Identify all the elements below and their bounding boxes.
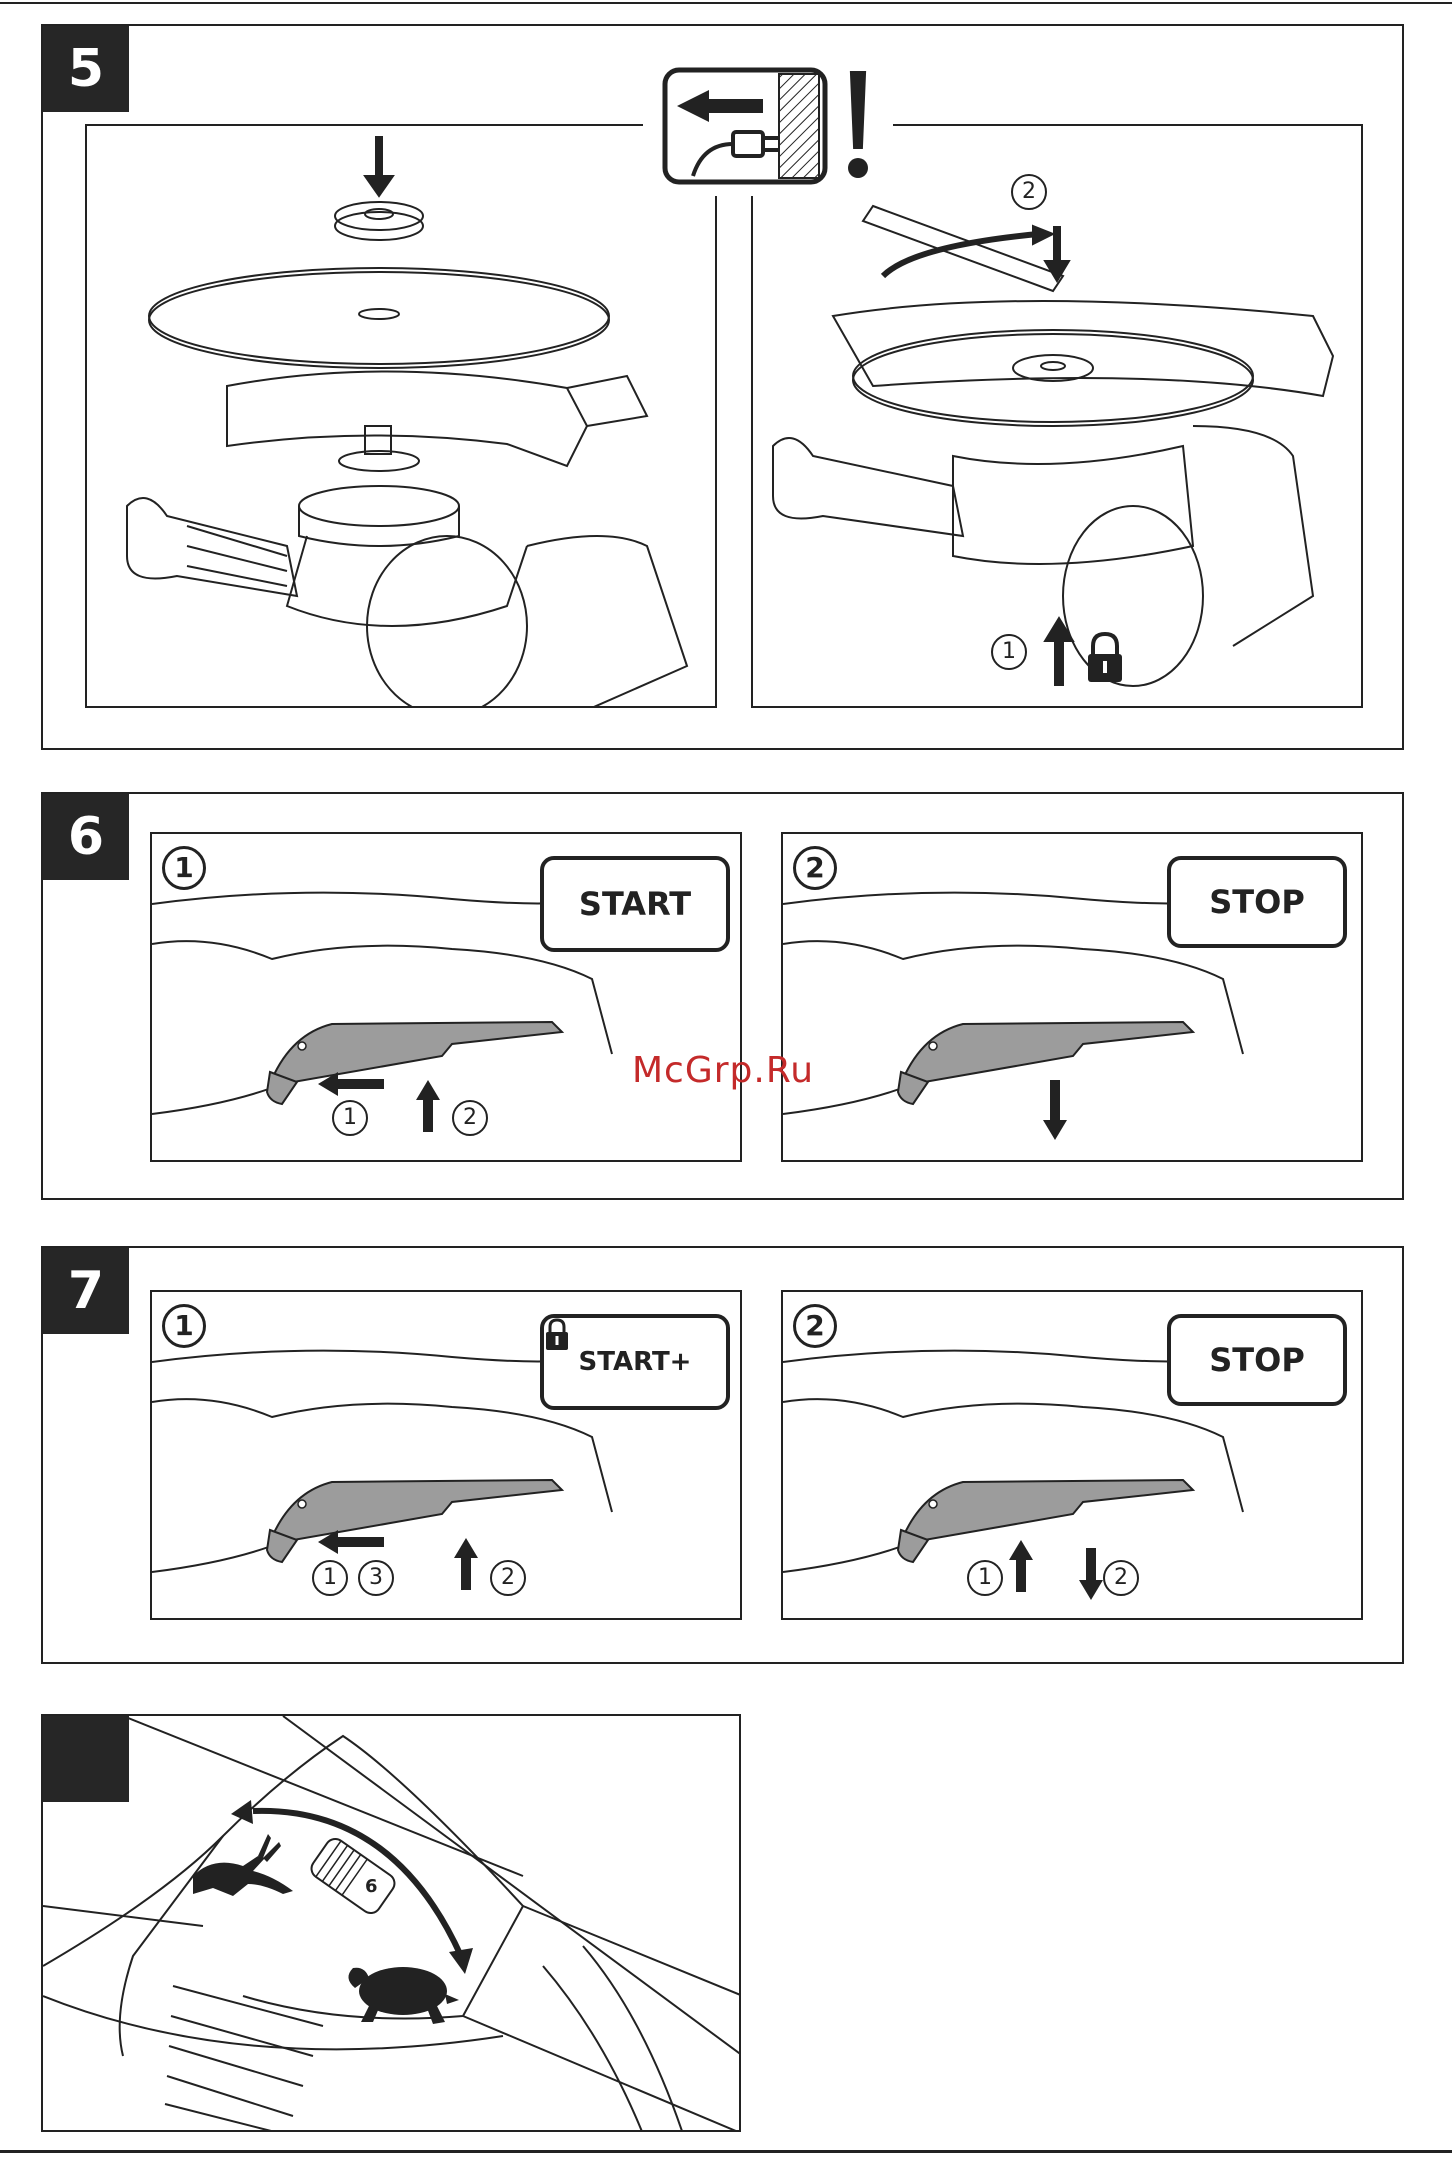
figure-number: 6 bbox=[43, 794, 129, 880]
step-number: 1 bbox=[162, 846, 206, 890]
callout-number: 3 bbox=[358, 1560, 394, 1596]
panel-flange-tightening: 2 1 bbox=[751, 124, 1363, 708]
start-lock-text: START+ bbox=[579, 1347, 692, 1377]
callout-number: 2 bbox=[452, 1100, 488, 1136]
padlock-icon bbox=[544, 1318, 570, 1352]
tortoise-icon bbox=[348, 1967, 459, 2024]
speed-dial[interactable] bbox=[308, 1835, 399, 1917]
bottom-rule bbox=[0, 2150, 1452, 2153]
speed-dial-illustration: 6 bbox=[43, 1716, 741, 2132]
panel-switch-stop: 2 STOP bbox=[781, 832, 1363, 1162]
panel-switch-start: 1 START 1 2 bbox=[150, 832, 742, 1162]
stop-label: STOP bbox=[1167, 856, 1347, 948]
figure-number bbox=[43, 1716, 129, 1802]
callout-number: 2 bbox=[1103, 1560, 1139, 1596]
step-number: 2 bbox=[793, 846, 837, 890]
stop-label: STOP bbox=[1167, 1314, 1347, 1406]
step-number: 2 bbox=[793, 1304, 837, 1348]
dial-value: 6 bbox=[365, 1876, 378, 1897]
figure-number: 5 bbox=[43, 26, 129, 112]
callout-number: 2 bbox=[1011, 174, 1047, 210]
panel-disc-mounting bbox=[85, 124, 717, 708]
step-number: 1 bbox=[162, 1304, 206, 1348]
callout-number: 1 bbox=[312, 1560, 348, 1596]
figure-7: 7 1 START+ 1 3 2 bbox=[41, 1246, 1404, 1664]
figure-number: 7 bbox=[43, 1248, 129, 1334]
figure-8: 6 bbox=[41, 1714, 741, 2132]
callout-number: 1 bbox=[332, 1100, 368, 1136]
callout-number: 1 bbox=[991, 634, 1027, 670]
padlock-icon bbox=[1088, 634, 1122, 682]
panel-switch-start-lock: 1 START+ 1 3 2 bbox=[150, 1290, 742, 1620]
top-rule bbox=[0, 2, 1452, 4]
start-lock-label: START+ bbox=[540, 1314, 730, 1410]
flange-tightening-illustration bbox=[753, 126, 1363, 708]
unplug-warning-icon bbox=[643, 66, 893, 196]
callout-number: 1 bbox=[967, 1560, 1003, 1596]
callout-number: 2 bbox=[490, 1560, 526, 1596]
start-label: START bbox=[540, 856, 730, 952]
figure-6: 6 1 START 1 2 bbox=[41, 792, 1404, 1200]
watermark: McGrp.Ru bbox=[632, 1050, 814, 1091]
panel-switch-unlock-stop: 2 STOP 1 2 bbox=[781, 1290, 1363, 1620]
disc-mounting-illustration bbox=[87, 126, 717, 708]
figure-5: 5 bbox=[41, 24, 1404, 750]
hare-icon bbox=[193, 1834, 293, 1896]
